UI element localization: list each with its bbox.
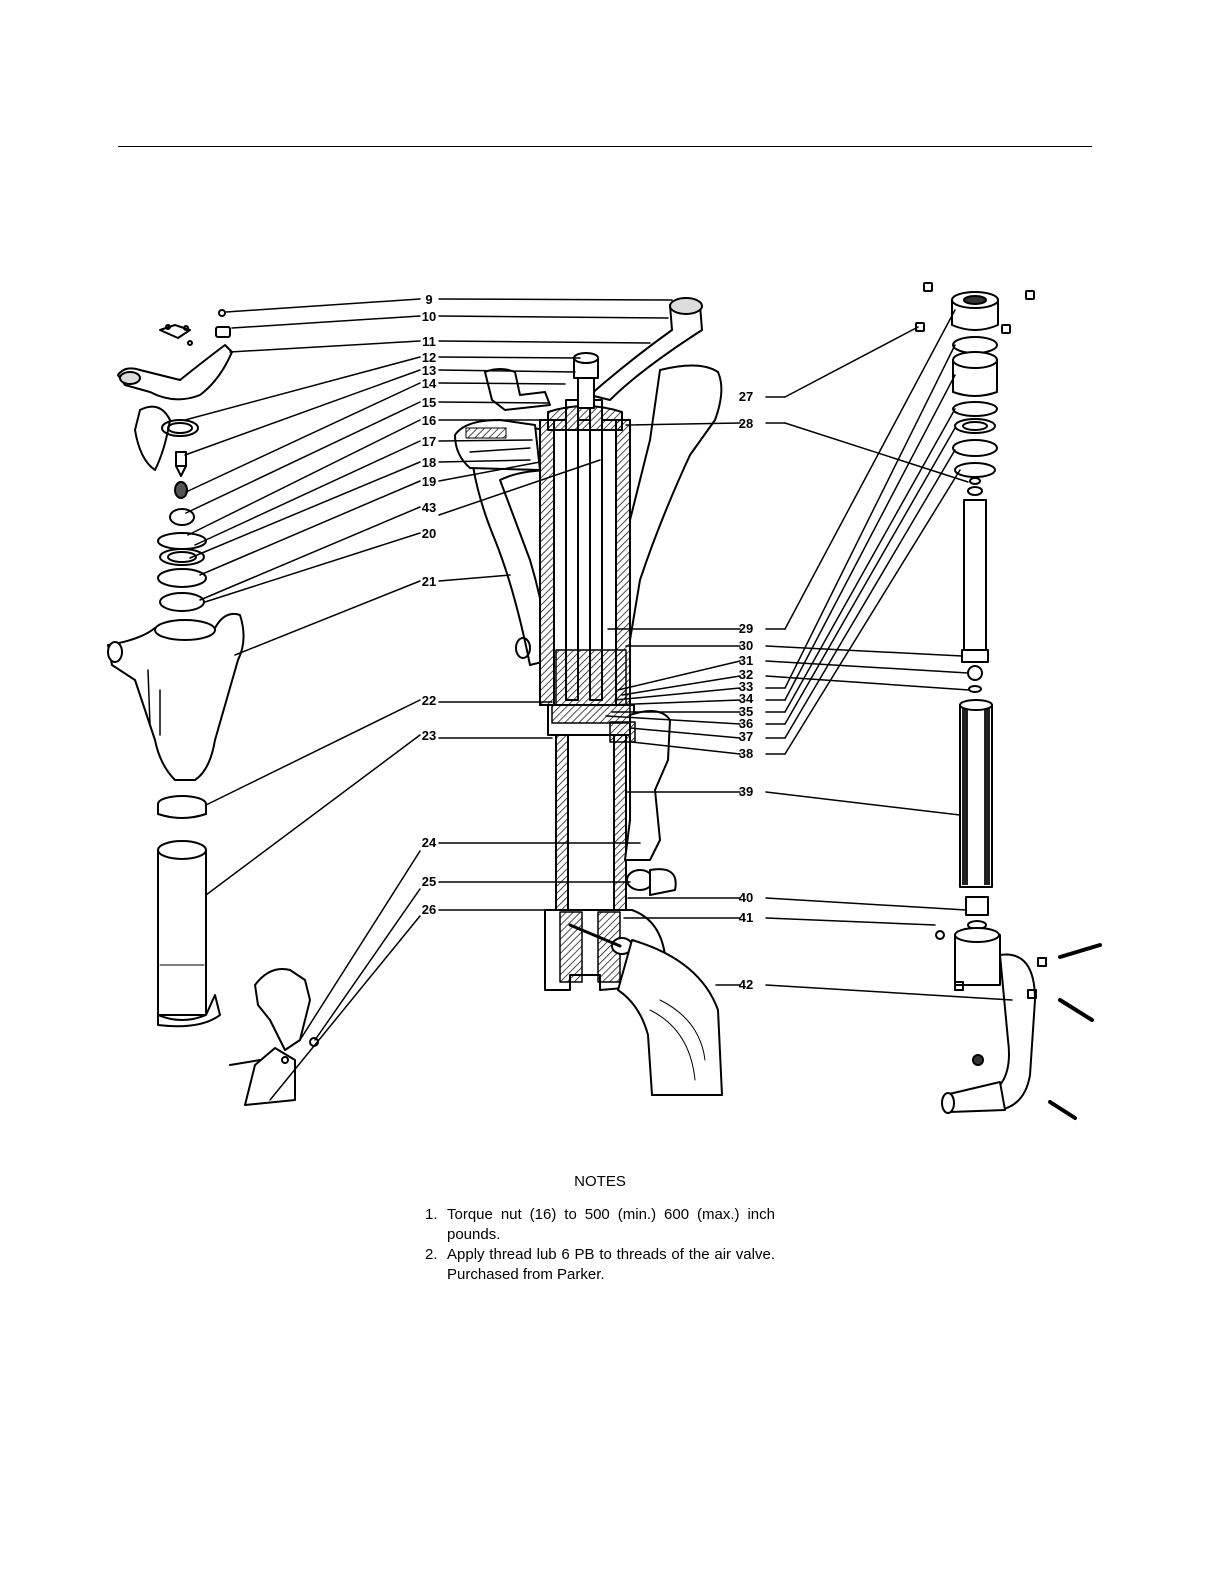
note-number: 2.	[425, 1245, 447, 1285]
callout-38: 38	[739, 746, 753, 761]
note-text: Apply thread lub 6 PB to threads of the …	[447, 1245, 775, 1285]
callout-28: 28	[739, 416, 753, 431]
callout-15: 15	[422, 395, 436, 410]
callout-27: 27	[739, 389, 753, 404]
note-item: 2. Apply thread lub 6 PB to threads of t…	[425, 1245, 775, 1285]
callout-14: 14	[422, 376, 437, 391]
note-number: 1.	[425, 1205, 447, 1245]
callout-21: 21	[422, 574, 436, 589]
notes-section: NOTES 1. Torque nut (16) to 500 (min.) 6…	[425, 1172, 775, 1285]
callout-31: 31	[739, 653, 753, 668]
callout-30: 30	[739, 638, 753, 653]
callout-9: 9	[425, 292, 432, 307]
callout-24: 24	[422, 835, 437, 850]
callout-20: 20	[422, 526, 436, 541]
notes-title: NOTES	[425, 1172, 775, 1192]
callout-16: 16	[422, 413, 436, 428]
callout-25: 25	[422, 874, 436, 889]
callout-18: 18	[422, 455, 436, 470]
note-item: 1. Torque nut (16) to 500 (min.) 600 (ma…	[425, 1205, 775, 1245]
callout-17: 17	[422, 434, 436, 449]
note-text: Torque nut (16) to 500 (min.) 600 (max.)…	[447, 1205, 775, 1245]
callout-29: 29	[739, 621, 753, 636]
callout-43: 43	[422, 500, 436, 515]
callout-11: 11	[422, 334, 436, 349]
callout-40: 40	[739, 890, 753, 905]
callout-26: 26	[422, 902, 436, 917]
center-strut-assembly	[455, 298, 722, 1095]
callout-22: 22	[422, 693, 436, 708]
callout-10: 10	[422, 309, 436, 324]
left-exploded-parts	[108, 310, 318, 1105]
callout-39: 39	[739, 784, 753, 799]
callout-23: 23	[422, 728, 436, 743]
callout-37: 37	[739, 729, 753, 744]
callout-19: 19	[422, 474, 436, 489]
callout-42: 42	[739, 977, 753, 992]
right-exploded-parts	[916, 283, 1100, 1118]
callout-41: 41	[739, 910, 753, 925]
